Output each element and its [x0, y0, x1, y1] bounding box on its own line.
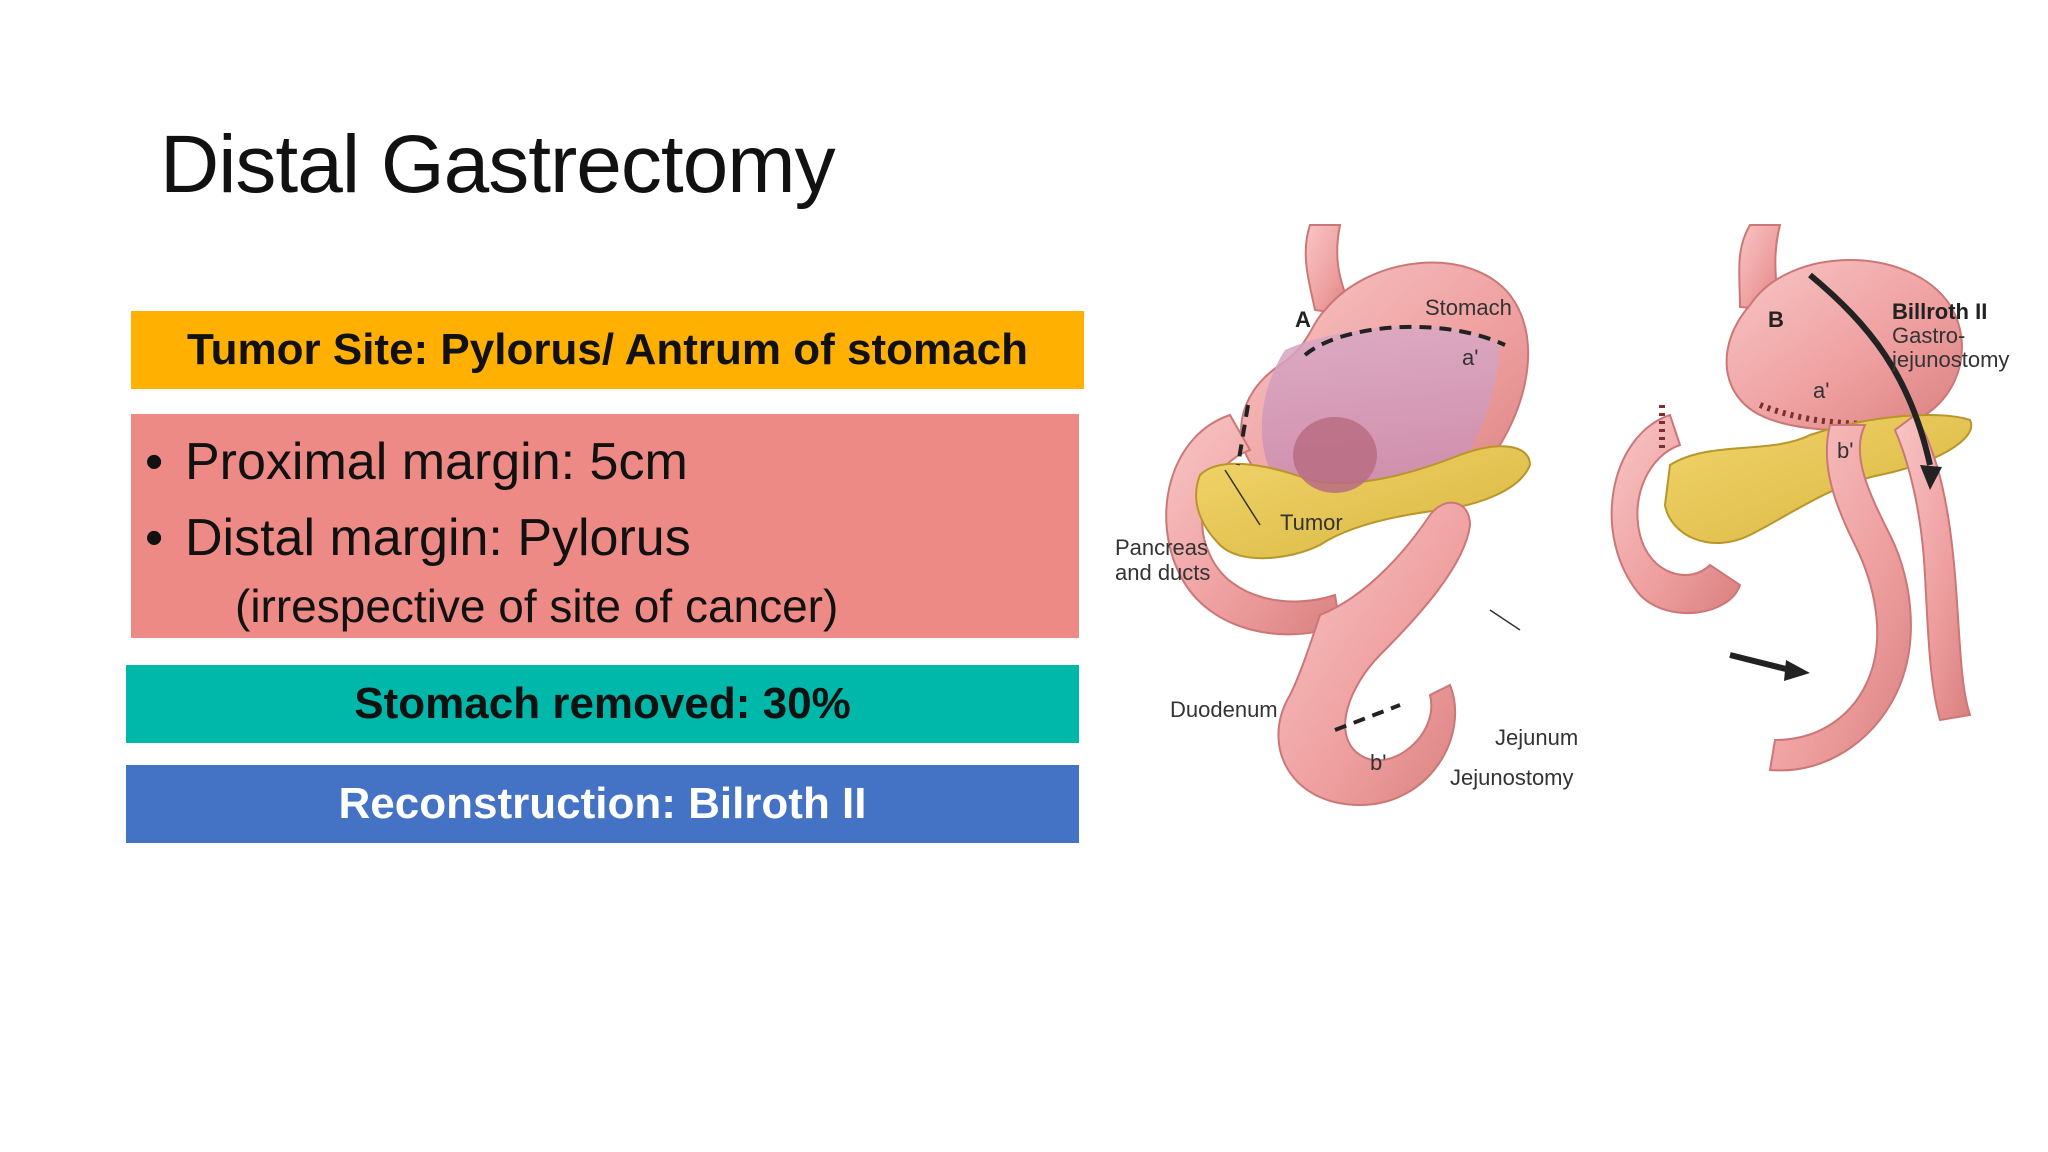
margin-note: (irrespective of site of cancer) [235, 580, 839, 632]
jejunum-label: Jejunum [1495, 725, 1578, 750]
tumor-site-box: Tumor Site: Pylorus/ Antrum of stomach [131, 311, 1084, 389]
panel-b-label: B [1768, 307, 1784, 332]
reconstruction-text: Reconstruction: Bilroth II [338, 779, 867, 828]
bullet-item: • Distal margin: Pylorus [145, 500, 1079, 576]
a-prime-b-label: a' [1813, 378, 1829, 403]
billroth-label-2: Gastro- [1892, 323, 1965, 348]
flow-arrow-right-head [1784, 660, 1810, 681]
bullet-icon: • [145, 509, 164, 567]
slide-title: Distal Gastrectomy [160, 119, 836, 210]
gastrectomy-illustration: A Stomach a' Tumor Pancreas and ducts Du… [1110, 215, 2010, 905]
margins-box: • Proximal margin: 5cm • Distal margin: … [131, 414, 1079, 638]
billroth-label-1: Billroth II [1892, 299, 1987, 324]
pancreas-label-2: and ducts [1115, 560, 1210, 585]
flow-arrow-right [1729, 652, 1791, 673]
pancreas-label-1: Pancreas [1115, 535, 1208, 560]
illustration-svg: A Stomach a' Tumor Pancreas and ducts Du… [1115, 224, 2009, 807]
reconstruction-box: Reconstruction: Bilroth II [126, 765, 1079, 843]
flow-arrow-head [1920, 465, 1942, 490]
duodenum-label: Duodenum [1170, 697, 1278, 722]
bullet-text: Distal margin: Pylorus [185, 509, 691, 567]
pancreas-pointer [1224, 469, 1261, 526]
jejunal-limb-shape [1768, 424, 1912, 772]
bullet-item: • Proximal margin: 5cm [145, 424, 1079, 500]
b-prime-label: b' [1370, 750, 1386, 775]
stomach-label: Stomach [1425, 295, 1512, 320]
distal-cut-line [1236, 404, 1250, 466]
pancreas-b-shape [1663, 414, 1973, 545]
stomach-removed-text: Stomach removed: 30% [354, 679, 851, 728]
proximal-cut-line [1303, 324, 1506, 357]
bullet-icon: • [145, 433, 164, 491]
panel-a-drawing [1165, 224, 1532, 807]
efferent-limb-shape [1893, 413, 1972, 722]
flow-arrow-down [1808, 272, 1933, 466]
jejunostomy-label: Jejunostomy [1450, 765, 1574, 790]
b-prime-b-label: b' [1837, 438, 1853, 463]
a-prime-label: a' [1462, 345, 1478, 370]
tumor-shape [1293, 417, 1377, 493]
panel-b-drawing [1610, 224, 1973, 772]
jejunostomy-line [1334, 703, 1401, 732]
stomach-removed-box: Stomach removed: 30% [126, 665, 1079, 743]
esophagus-shape [1304, 224, 1352, 317]
tumor-site-text: Tumor Site: Pylorus/ Antrum of stomach [187, 325, 1028, 374]
tumor-label: Tumor [1280, 510, 1343, 535]
billroth-label-3: jejunostomy [1891, 347, 2009, 372]
jejunum-pointer [1489, 609, 1521, 631]
panel-a-label: A [1295, 307, 1311, 332]
bullet-text: Proximal margin: 5cm [185, 433, 688, 491]
duodenal-stump-shape [1610, 413, 1742, 615]
jejunum-shape [1277, 501, 1472, 807]
